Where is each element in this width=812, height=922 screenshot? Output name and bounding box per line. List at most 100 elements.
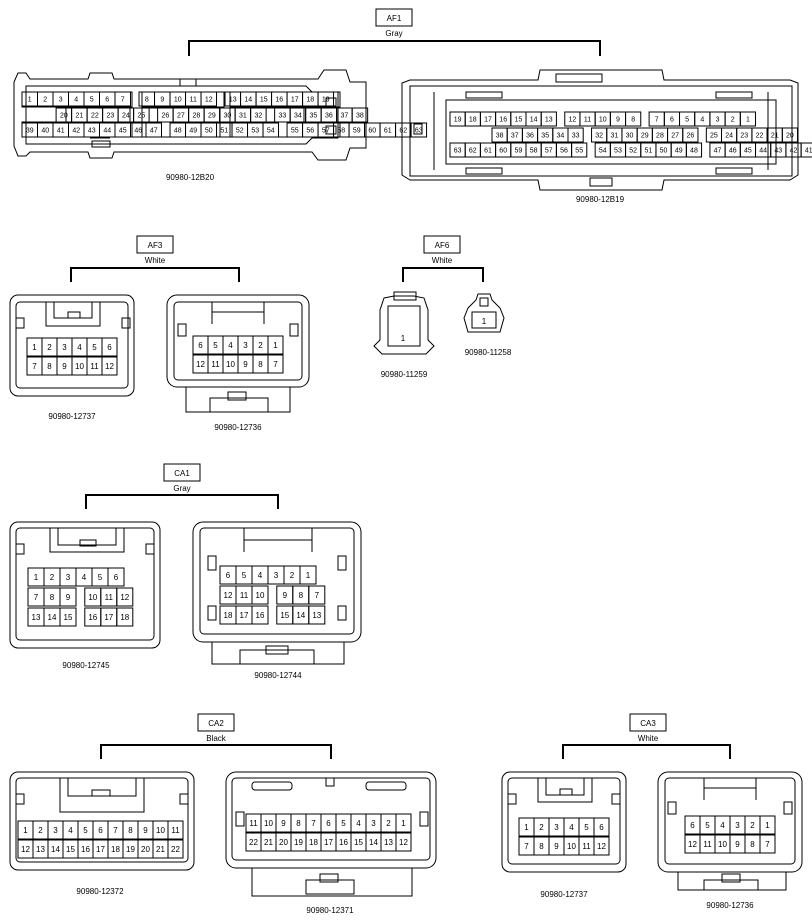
pin-label: 61 [384,128,392,135]
pin-label: 7 [765,840,770,849]
ca2-left-part-number: 90980-12372 [76,887,124,896]
pin-label: 8 [296,819,301,828]
pin-label: 12 [568,117,576,124]
pin-cell [145,122,162,138]
pin-label: 5 [685,117,689,124]
pin-label: 17 [104,613,113,622]
pin-label: 1 [765,821,770,830]
pin-label: 30 [223,113,231,120]
pin-label: 4 [74,97,78,104]
pin-label: 26 [686,133,694,140]
pin-label: 9 [554,842,559,851]
pin-label: 17 [324,838,333,847]
pin-label: 18 [120,613,129,622]
pin-cell [759,815,776,835]
pin-label: 23 [740,133,748,140]
pin-label: 14 [530,117,538,124]
af3-color: White [145,256,166,265]
pin-label: 8 [299,591,304,600]
pin-cell [299,565,317,585]
pin-label: 36 [526,133,534,140]
pin-label: 6 [198,341,203,350]
pin-label: 9 [243,360,248,369]
pin-label: 61 [484,148,492,155]
pin-label: 16 [499,117,507,124]
pin-label: 42 [790,148,798,155]
pin-label: 12 [196,360,205,369]
pin-label: 29 [208,113,216,120]
pin-label: 46 [729,148,737,155]
pin-label: 4 [569,823,574,832]
pin-label: 4 [258,571,263,580]
pin-label: 44 [103,128,111,135]
pin-cell [167,839,184,859]
pin-label: 37 [511,133,519,140]
pin-label: 2 [386,819,391,828]
pin-label: 41 [805,148,812,155]
pin-label: 36 [325,113,333,120]
pin-label: 42 [72,128,80,135]
pin-label: 4 [68,826,73,835]
ca1-left-part-number: 90980-12745 [62,661,110,670]
pin-label: 52 [629,148,637,155]
pin-label: 55 [291,128,299,135]
pin-cell [410,122,428,138]
pin-label: 25 [137,113,145,120]
pin-label: 13 [229,97,237,104]
pin-label: 22 [91,113,99,120]
pin-label: 11 [211,360,220,369]
pin-cell [116,587,134,607]
ca1-right-connector [192,521,362,665]
pin-label: 1 [32,343,37,352]
af6-right-connector [463,293,505,333]
pin-cell [540,111,557,127]
pin-label: 24 [122,113,130,120]
pin-label: 14 [244,97,252,104]
pin-label: 28 [656,133,664,140]
pin-label: 8 [128,826,133,835]
pin-label: 10 [75,362,84,371]
ca2-right-connector [225,771,437,897]
pin-label: 11 [582,842,591,851]
pin-label: 13 [545,117,553,124]
pin-label: 9 [616,117,620,124]
pin-label: 52 [236,128,244,135]
pin-label: 22 [171,845,180,854]
pin-label: 2 [750,821,755,830]
pin-label: 13 [384,838,393,847]
pin-label: 6 [114,573,119,582]
pin-label: 12 [105,362,114,371]
pin-label: 50 [205,128,213,135]
af3-group: AF3 White [70,235,240,282]
pin-label: 9 [281,819,286,828]
pin-label: 17 [484,117,492,124]
pin-label: 3 [716,117,720,124]
pin-label: 11 [240,591,249,600]
pin-label: 27 [177,113,185,120]
pin-label: 57 [322,128,330,135]
pin-cell [395,813,412,833]
pin-label: 20 [141,845,150,854]
af6-group: AF6 White [402,235,484,282]
ca2-left-connector [9,771,195,871]
pin-label: 6 [670,117,674,124]
af1-right-part-number: 90980-12B19 [576,195,625,204]
pin-label: 11 [249,819,258,828]
pin-label: 60 [368,128,376,135]
pin-cell [251,605,269,625]
pin-label: 22 [756,133,764,140]
pin-label: 19 [454,117,462,124]
pin-cell [267,354,284,374]
pin-label: 35 [310,113,318,120]
pin-label: 4 [720,821,725,830]
af6-right-pin-1: 1 [482,317,487,326]
ca2-color: Black [206,734,227,743]
pin-cell [759,834,776,854]
ca2-code: CA2 [208,719,224,728]
af1-code: AF1 [387,14,402,23]
pin-label: 12 [399,838,408,847]
